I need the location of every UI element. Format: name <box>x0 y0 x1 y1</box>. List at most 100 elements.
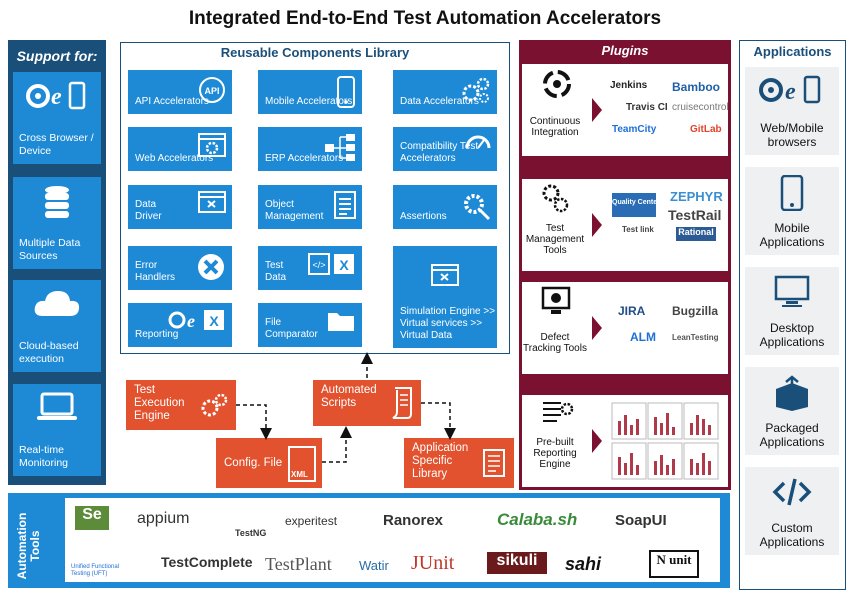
xml-file-icon: XML <box>288 446 316 482</box>
application-library-box: Application Specific Library <box>404 438 514 488</box>
browser-devices-icon: e <box>745 75 839 110</box>
arrow-icon <box>592 316 602 340</box>
code-excel-icon: </> X <box>308 252 356 280</box>
tool-experitest: experitest <box>285 514 338 528</box>
tool-calabash: Calaba.sh <box>497 510 578 529</box>
database-icon <box>13 185 101 225</box>
hierarchy-icon <box>324 133 356 167</box>
logo-zephyr: ZEPHYR <box>670 189 723 204</box>
automation-tools-logos: Se appium TestNG experitest Ranorex Cala… <box>65 498 720 582</box>
arrow-icon <box>592 429 602 453</box>
svg-text:e: e <box>187 311 195 331</box>
support-item-cloud: Cloud-based execution <box>13 280 101 372</box>
automation-tools-label: Automation Tools <box>15 512 42 580</box>
library-label: Data Driver <box>135 199 162 222</box>
document-icon <box>482 448 508 482</box>
monitor-bug-icon <box>541 286 571 321</box>
report-thumbnails <box>611 402 719 480</box>
tool-uft: Unified Functional Testing (UFT) <box>71 564 120 577</box>
arrow-icon <box>592 98 602 122</box>
library-item-assertions: Assertions <box>393 185 497 229</box>
plugin-label: Test Management Tools <box>525 223 585 256</box>
package-icon <box>745 375 839 416</box>
logo-jenkins: Jenkins <box>610 80 648 91</box>
support-item-cross-browser: e Cross Browser / Device <box>13 72 101 164</box>
config-file-label: Config. File <box>224 457 283 469</box>
svg-text:e: e <box>785 79 796 105</box>
folder-icon <box>326 309 356 337</box>
logo-testrail: TestRail <box>668 207 722 223</box>
window-icon <box>198 191 226 217</box>
library-label: Web Accelerators <box>135 153 214 164</box>
cloud-icon <box>13 288 101 328</box>
gauge-icon <box>465 133 491 153</box>
plugin-label: Continuous Integration <box>529 116 581 138</box>
svg-text:X: X <box>339 257 349 273</box>
library-label: Reporting <box>135 329 179 340</box>
gear-search-icon <box>461 191 491 225</box>
application-custom: Custom Applications <box>745 467 839 555</box>
logo-bamboo: Bamboo <box>672 80 720 94</box>
mobile-icon <box>336 76 356 112</box>
application-web-mobile: e Web/Mobile browsers <box>745 67 839 155</box>
api-icon: API <box>198 76 226 108</box>
svg-text:</>: </> <box>312 260 325 270</box>
support-item-data-sources: Multiple Data Sources <box>13 177 101 269</box>
support-label: Cross Browser / Device <box>19 132 94 157</box>
library-label: Test Data <box>265 260 287 283</box>
page-title: Integrated End-to-End Test Automation Ac… <box>188 8 662 29</box>
support-heading: Support for: <box>16 48 98 64</box>
library-item-error-handlers: Error Handlers <box>128 246 232 290</box>
library-item-api: API API Accelerators <box>128 70 232 114</box>
svg-text:e: e <box>51 84 62 110</box>
report-gear-icon <box>541 399 575 432</box>
tool-sahi: sahi <box>565 554 602 574</box>
support-label: Real-time Monitoring <box>19 444 69 469</box>
tool-sikuli: sikuli <box>487 552 547 574</box>
gears-icon <box>461 76 491 108</box>
sync-icon <box>541 68 573 105</box>
support-panel: Support for: e Cross Browser / Device Mu… <box>8 40 106 485</box>
plugins-panel: Plugins Continuous Integration Jenkins B… <box>519 40 731 490</box>
library-label: File Comparator <box>265 317 318 340</box>
tool-junit: JUnit <box>411 552 455 574</box>
tool-testplant: TestPlant <box>265 554 332 574</box>
library-item-test-data: </> X Test Data <box>258 246 362 290</box>
plugin-label: Defect Tracking Tools <box>523 332 587 354</box>
svg-text:X: X <box>209 313 219 329</box>
tool-testcomplete: TestComplete <box>161 554 253 570</box>
window-icon <box>431 264 459 290</box>
web-gear-icon <box>198 133 226 163</box>
library-item-simulation-engine: Simulation Engine >> Virtual services >>… <box>393 246 497 348</box>
library-label: API Accelerators <box>135 96 209 107</box>
tool-ranorex: Ranorex <box>383 512 444 529</box>
test-execution-label: Test Execution Engine <box>134 384 185 422</box>
library-heading: Reusable Components Library <box>220 45 410 60</box>
application-desktop: Desktop Applications <box>745 267 839 355</box>
logo-bugzilla: Bugzilla <box>672 304 719 318</box>
arrow-icon <box>592 213 602 237</box>
library-label: Assertions <box>400 211 447 222</box>
support-label: Cloud-based execution <box>19 340 79 365</box>
reusable-library: Reusable Components Library API API Acce… <box>120 42 510 354</box>
library-item-object-management: Object Management <box>258 185 362 229</box>
library-label: Error Handlers <box>135 260 176 283</box>
error-x-icon <box>196 252 226 286</box>
applications-panel: Applications e Web/Mobile browsers Mobil… <box>739 40 846 590</box>
library-item-web: Web Accelerators <box>128 127 232 171</box>
gears-icon <box>541 183 571 220</box>
library-item-compatibility: Compatibility Test Accelerators <box>393 127 497 171</box>
library-item-erp: ERP Accelerators <box>258 127 362 171</box>
library-item-file-comparator: File Comparator <box>258 303 362 347</box>
svg-text:API: API <box>204 86 219 96</box>
logo-leantesting: LeanTesting <box>672 333 719 342</box>
plugin-label: Pre-built Reporting Engine <box>533 437 577 470</box>
mobile-icon <box>745 174 839 216</box>
tool-testng: TestNG <box>235 528 267 538</box>
logo-alm: ALM <box>630 330 656 344</box>
logo-teamcity: TeamCity <box>612 124 657 135</box>
library-item-data-driver: Data Driver <box>128 185 232 229</box>
